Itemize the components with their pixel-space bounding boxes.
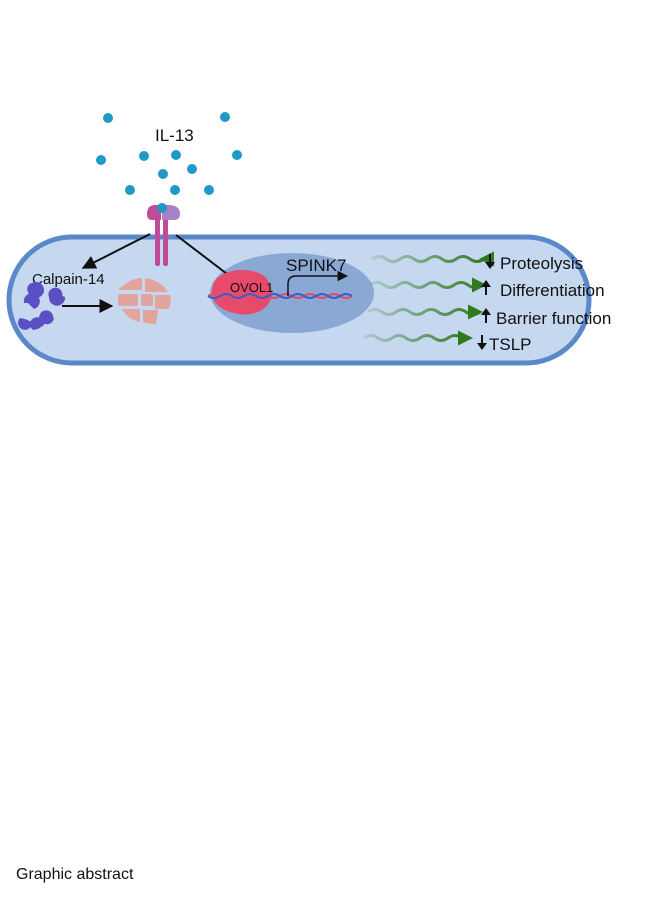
ovol1-label: OVOL1: [230, 280, 273, 295]
arrow-receptor-to-calpain: [81, 233, 151, 269]
spink7-label: SPINK7: [286, 256, 346, 275]
down-arrow-icon: [485, 254, 495, 269]
wave-arrow-proteolysis: [371, 251, 494, 267]
il13-receptor: [147, 203, 180, 266]
il13-dot: [103, 113, 113, 123]
il13-dot: [139, 151, 149, 161]
dna-strand: [207, 293, 353, 299]
inhibition-receptor-to-ovol1: [175, 234, 232, 278]
il13-molecules: [96, 112, 242, 195]
wave-arrow-tslp: [363, 330, 473, 346]
il13-dot: [96, 155, 106, 165]
il13-label: IL-13: [155, 126, 194, 145]
up-arrow-icon: [481, 308, 491, 323]
il13-dot: [170, 185, 180, 195]
outcome-label-tslp: TSLP: [489, 335, 532, 354]
up-arrow-icon: [481, 280, 491, 295]
outcome-label-barrier-function: Barrier function: [496, 309, 611, 328]
wave-arrow-differentiation: [369, 277, 487, 293]
outcome-label-proteolysis: Proteolysis: [500, 254, 583, 273]
wave-arrow-barrier-function: [367, 308, 483, 326]
calpain14-label: Calpain-14: [32, 271, 105, 288]
outcome-arrows: [363, 251, 494, 346]
spink7-transcription-arrow: [287, 270, 349, 296]
il13-dot: [171, 150, 181, 160]
il13-dot: [187, 164, 197, 174]
il13-dot: [204, 185, 214, 195]
il13-dot: [220, 112, 230, 122]
il13-dot: [158, 169, 168, 179]
outcome-label-differentiation: Differentiation: [500, 281, 605, 300]
il13-dot: [125, 185, 135, 195]
figure-caption: Graphic abstract: [16, 866, 134, 883]
degraded-protein: [118, 278, 171, 324]
calpain14-proteins: [18, 282, 66, 330]
direction-arrows: [477, 254, 495, 350]
down-arrow-icon: [477, 335, 487, 350]
il13-dot: [232, 150, 242, 160]
ovol1-protein: [211, 270, 272, 315]
